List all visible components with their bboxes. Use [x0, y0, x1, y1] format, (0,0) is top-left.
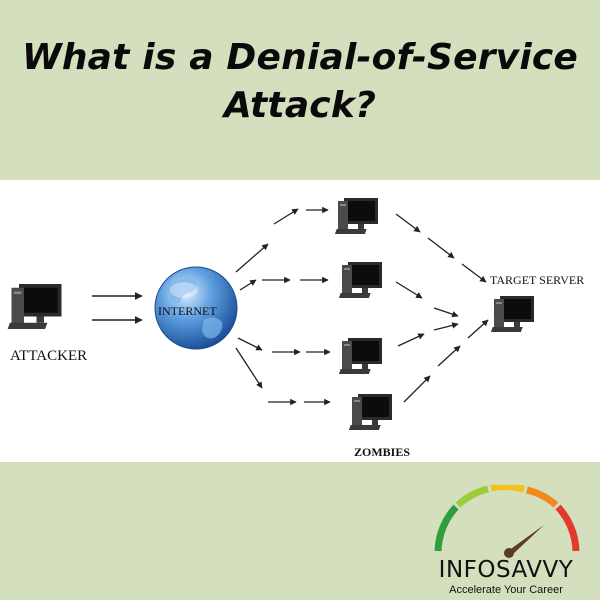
internet-to-zombies-arrows	[235, 206, 331, 406]
target-server-computer-icon	[490, 296, 534, 332]
gauge-segment-red	[555, 504, 580, 552]
gauge-segment-yellow	[490, 485, 525, 493]
infosavvy-logo: INFOSAVVY Accelerate Your Career	[416, 485, 596, 596]
attacker-computer-icon	[7, 284, 62, 329]
zombie-computer-icon	[348, 394, 392, 430]
title-line-1: What is a Denial-of-Service	[21, 37, 579, 78]
internet-label: INTERNET	[158, 304, 217, 318]
gauge-segment-green	[434, 504, 459, 552]
zombie-computer-icon	[338, 338, 382, 374]
attacker-label: ATTACKER	[10, 348, 87, 364]
gauge-segment-lime	[455, 485, 489, 508]
zombies-label: ZOMBIES	[354, 445, 410, 459]
zombie-computer-icon	[334, 198, 378, 234]
gauge-needle	[508, 525, 544, 555]
dos-diagram: ATTACKER INTERNET	[0, 180, 600, 462]
zombies-to-target-arrows	[395, 213, 489, 403]
internet-globe-icon	[154, 266, 238, 350]
title-line-2: Attack?	[223, 85, 377, 126]
attacker-arrows	[92, 292, 143, 324]
brand-tagline: Accelerate Your Career	[449, 584, 563, 596]
brand-name: INFOSAVVY	[438, 557, 574, 583]
dos-diagram-svg: ATTACKER INTERNET	[7, 198, 584, 459]
gauge-icon	[434, 485, 580, 558]
page-title: What is a Denial-of-Service Attack?	[0, 34, 600, 130]
target-server-label: TARGET SERVER	[490, 273, 584, 287]
gauge-segment-orange	[526, 486, 559, 508]
zombie-computer-icon	[338, 262, 382, 298]
